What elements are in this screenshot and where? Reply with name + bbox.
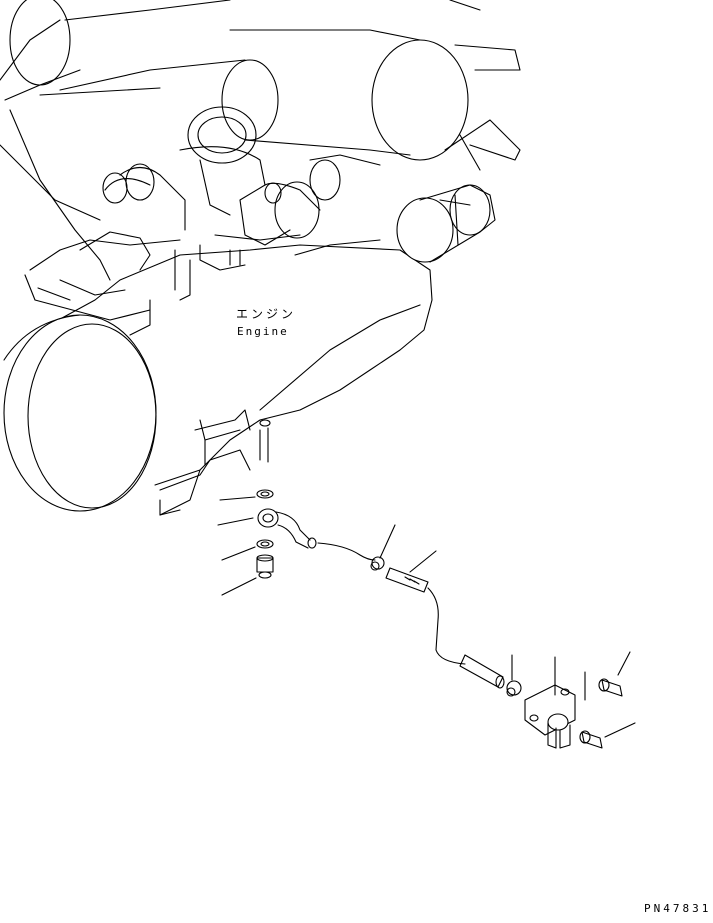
diagram-part-number: PN47831 (644, 902, 712, 915)
oil-filter-head (396, 197, 454, 263)
drain-hose-assembly (256, 489, 623, 749)
drain-hose (317, 542, 376, 561)
banjo-bolt (256, 557, 274, 573)
turbo-elbow (187, 106, 257, 164)
bracket-bolt-lower (581, 731, 603, 749)
leader-lines (217, 496, 636, 738)
engine-assembly (0, 0, 521, 516)
protective-sleeve-upper (385, 567, 429, 593)
bracket-bolt-upper (601, 679, 623, 697)
filter-cap (371, 39, 469, 161)
engine-label-japanese: エンジン (236, 307, 297, 321)
engine-label-english: Engine (237, 325, 289, 338)
banjo-fitting (257, 508, 279, 528)
pulley-disc (3, 314, 157, 512)
washer-upper (256, 489, 274, 499)
engine-block-outline (39, 244, 433, 516)
air-cleaner-cap (9, 0, 71, 86)
washer-lower (256, 539, 274, 549)
fan-blade (454, 44, 521, 71)
